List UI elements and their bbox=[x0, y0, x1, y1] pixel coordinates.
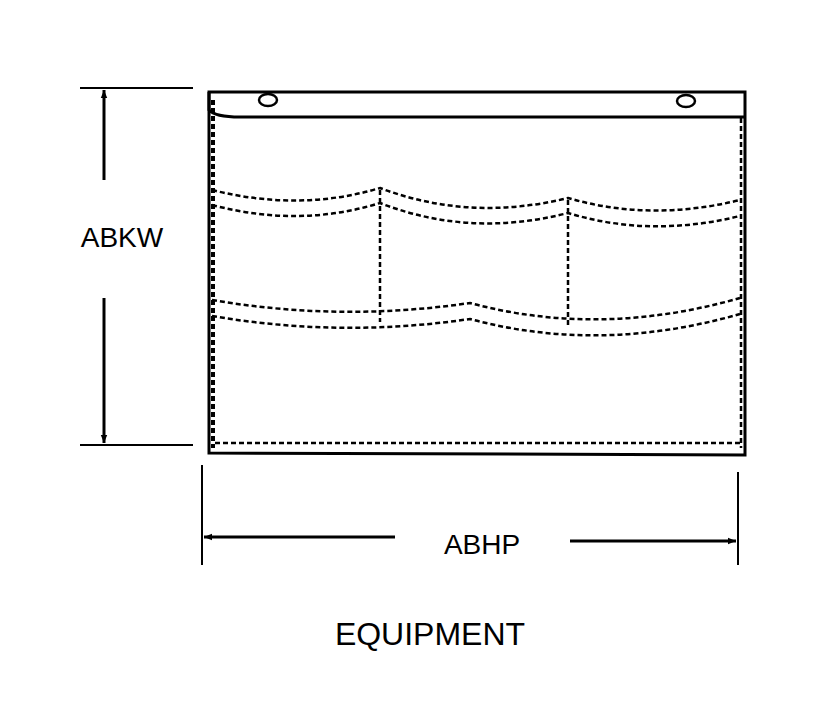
dimension-label: ABKW bbox=[81, 224, 163, 252]
dimension-label: ABHP bbox=[444, 531, 520, 559]
dimension-lines bbox=[80, 88, 738, 565]
caption: EQUIPMENT bbox=[335, 618, 525, 650]
stitching bbox=[212, 100, 741, 448]
panel bbox=[209, 92, 745, 455]
